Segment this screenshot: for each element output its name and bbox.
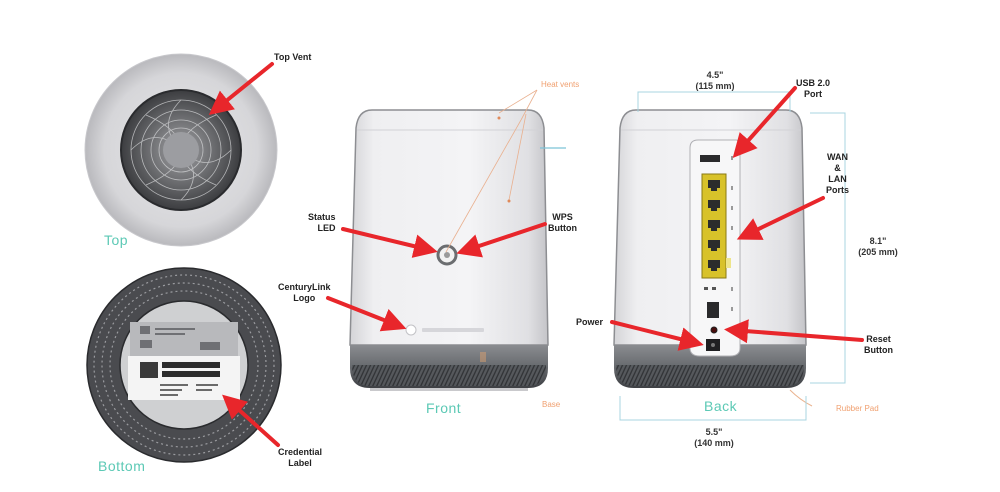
back-view-device bbox=[613, 109, 813, 407]
view-label-back: Back bbox=[704, 398, 738, 414]
callout-arrows bbox=[208, 62, 864, 447]
ethernet-ports bbox=[701, 173, 731, 279]
usb-port bbox=[700, 155, 720, 162]
power-switch bbox=[707, 302, 719, 318]
view-label-front: Front bbox=[426, 400, 462, 416]
callout-usb-port: USB 2.0 Port bbox=[796, 78, 831, 99]
annotation-heat-vents: Heat vents bbox=[541, 80, 580, 89]
centurylink-logo-text bbox=[422, 328, 484, 332]
dimension-width-base: 5.5" (140 mm) bbox=[694, 427, 734, 448]
dimension-height: 8.1" (205 mm) bbox=[858, 236, 898, 257]
callout-centurylink-logo: CenturyLink Logo bbox=[278, 282, 331, 303]
callout-status-led: Status LED bbox=[308, 212, 336, 233]
arrow-status-led bbox=[341, 227, 438, 258]
reset-pinhole bbox=[710, 326, 718, 334]
callout-top-vent: Top Vent bbox=[274, 52, 312, 62]
callout-wps-button: WPS Button bbox=[548, 212, 577, 233]
annotation-rubber-pad: Rubber Pad bbox=[836, 404, 879, 413]
arrow-credential-label bbox=[222, 394, 280, 447]
centurylink-logo-mark bbox=[405, 324, 417, 336]
callout-credential-label: Credential Label bbox=[278, 447, 323, 468]
arrow-centurylink-logo bbox=[326, 296, 407, 332]
callout-reset-button: Reset Button bbox=[864, 334, 893, 355]
arrow-reset-button bbox=[724, 319, 864, 344]
arrow-wan-lan-ports bbox=[736, 196, 825, 240]
annotation-base: Base bbox=[542, 400, 561, 409]
arrow-power bbox=[610, 320, 704, 351]
bottom-grip-ridges bbox=[93, 274, 275, 456]
front-view-device bbox=[349, 89, 566, 391]
arrow-usb-port bbox=[732, 86, 797, 158]
callout-wan-lan-ports: WAN & LAN Ports bbox=[826, 152, 850, 195]
view-label-bottom: Bottom bbox=[98, 458, 146, 474]
arrow-top-vent bbox=[208, 62, 274, 116]
view-label-top: Top bbox=[104, 232, 129, 248]
arrow-wps-button bbox=[456, 222, 547, 258]
bottom-view-device bbox=[86, 267, 282, 463]
callout-power: Power bbox=[576, 317, 604, 327]
heat-vent-leader-lines bbox=[445, 89, 538, 253]
dimension-lines bbox=[619, 91, 846, 421]
dimension-width-top: 4.5" (115 mm) bbox=[695, 70, 735, 91]
